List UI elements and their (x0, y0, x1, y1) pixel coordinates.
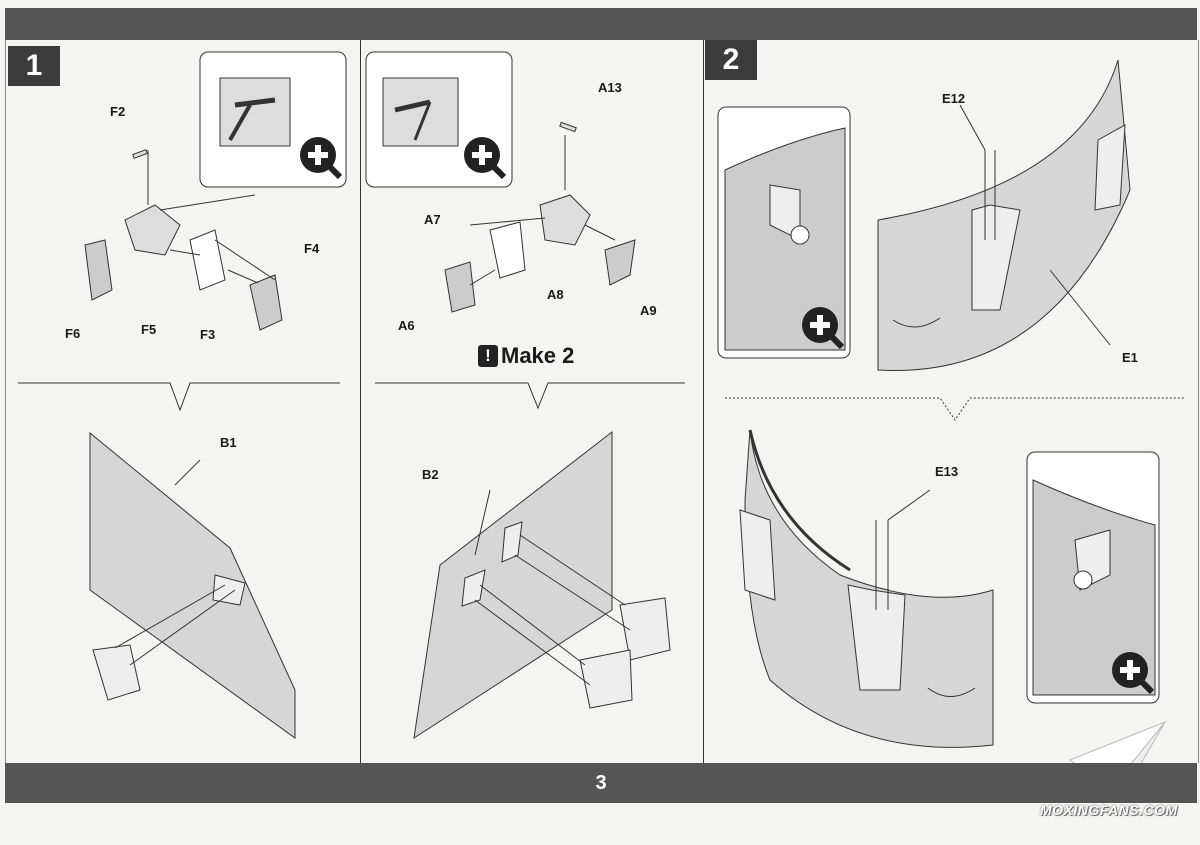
part-label-a13: A13 (598, 80, 622, 95)
watermark: MOXINGFANS.COM (1040, 802, 1178, 818)
make-note: ! Make 2 (478, 343, 574, 369)
panel-e1 (877, 59, 1131, 371)
page-number: 3 (5, 763, 1197, 803)
make-note-text: Make 2 (501, 343, 575, 368)
divider-notch-3 (725, 397, 1185, 421)
part-label-a9: A9 (640, 303, 657, 318)
zoom-in-icon (1112, 652, 1155, 695)
zoom-in-icon (802, 307, 845, 350)
zoom-in-icon (300, 137, 343, 180)
step-number-1: 1 (8, 46, 60, 86)
panel-divider-2 (703, 40, 704, 763)
part-label-f3: F3 (200, 327, 216, 342)
part-label-a7: A7 (424, 212, 441, 227)
part-label-f6: F6 (65, 326, 81, 341)
step1b-parts (444, 121, 636, 313)
panels-frame (5, 40, 1199, 763)
panel-e13-base (739, 429, 994, 748)
panel-b1 (89, 431, 296, 739)
divider-notch-1 (18, 382, 340, 412)
part-label-e13: E13 (935, 464, 959, 479)
part-label-a8: A8 (547, 287, 564, 302)
part-label-e1: E1 (1122, 350, 1138, 365)
part-label-f2: F2 (110, 104, 126, 119)
top-bar (5, 8, 1197, 40)
zoom-in-icon (464, 137, 507, 180)
part-label-f4: F4 (304, 241, 320, 256)
zoom-inset-3 (717, 106, 851, 359)
divider-notch-2 (375, 382, 685, 410)
part-label-e12: E12 (942, 91, 966, 106)
part-label-b1: B1 (220, 435, 237, 450)
step1a-parts (84, 149, 283, 331)
warning-icon: ! (478, 345, 498, 367)
zoom-inset-4 (1026, 451, 1160, 704)
part-label-b2: B2 (422, 467, 439, 482)
panel-divider-1 (360, 40, 361, 763)
part-label-a6: A6 (398, 318, 415, 333)
panel-b2 (413, 430, 671, 740)
step-number-2: 2 (705, 40, 757, 80)
part-label-f5: F5 (141, 322, 157, 337)
